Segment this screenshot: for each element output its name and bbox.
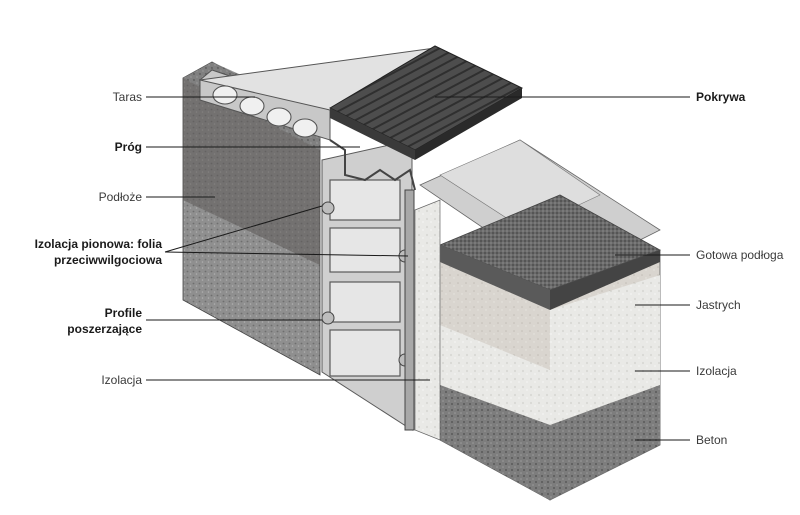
vertical-insulation-strip bbox=[414, 199, 441, 441]
cover-strip bbox=[328, 45, 524, 160]
label-extension-profiles-line1: Profile bbox=[104, 306, 142, 320]
label-extension-profiles: Profile poszerzające bbox=[40, 305, 142, 337]
label-insulation-right: Izolacja bbox=[696, 364, 737, 378]
label-extension-profiles-line2: poszerzające bbox=[67, 322, 142, 336]
leader-lines-right bbox=[435, 96, 690, 441]
label-taras: Taras bbox=[112, 90, 142, 104]
right-floor-block bbox=[419, 139, 661, 501]
aluminium-profile-stack bbox=[321, 139, 415, 431]
label-podloze: Podłoże bbox=[98, 190, 142, 204]
label-vertical-insulation-line1: Izolacja pionowa: folia bbox=[34, 237, 162, 251]
label-finished-floor: Gotowa podłoga bbox=[696, 248, 784, 262]
label-prog: Próg bbox=[114, 140, 142, 154]
label-vertical-insulation: Izolacja pionowa: folia przeciwwilgociow… bbox=[6, 236, 162, 268]
leader-lines-left bbox=[146, 96, 430, 381]
label-screed: Jastrych bbox=[696, 298, 741, 312]
label-insulation-left: Izolacja bbox=[101, 373, 142, 387]
label-concrete: Beton bbox=[696, 433, 728, 447]
label-vertical-insulation-line2: przeciwwilgociowa bbox=[53, 253, 162, 267]
label-pokrywa: Pokrywa bbox=[696, 90, 746, 104]
